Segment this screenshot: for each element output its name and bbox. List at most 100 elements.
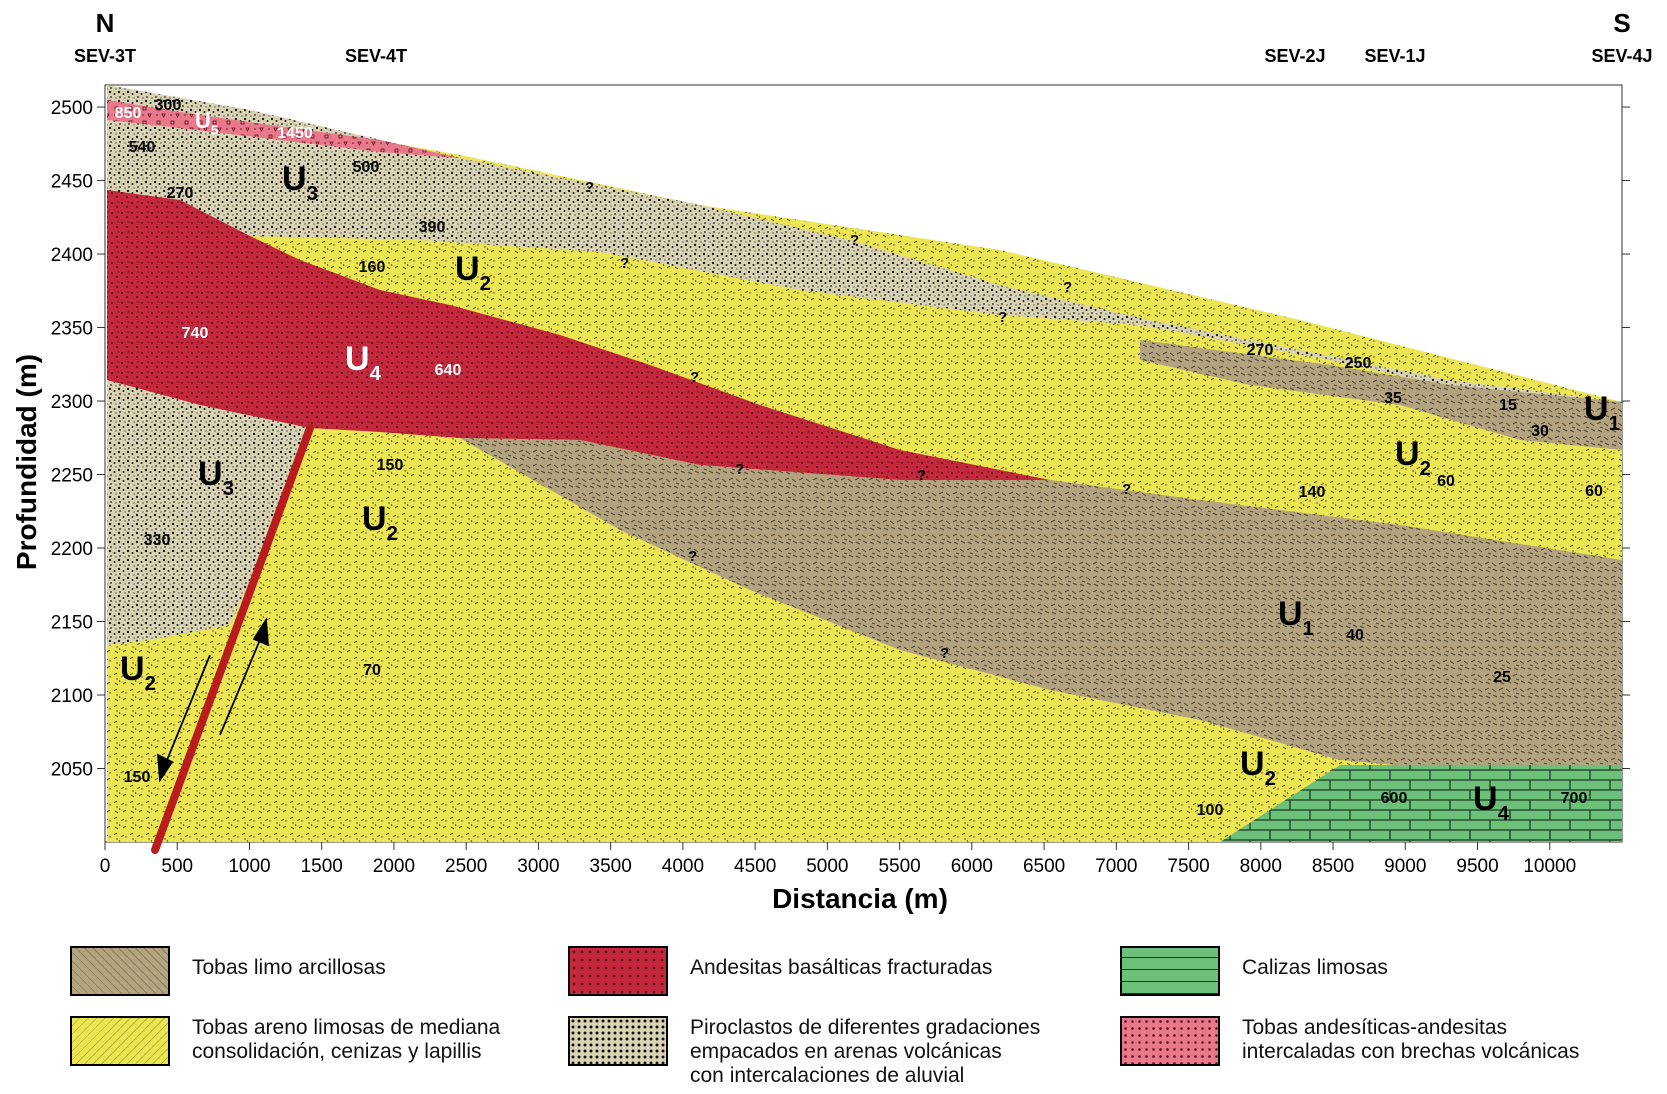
unit-label: U2 (1240, 745, 1276, 790)
resistivity-value: 100 (1197, 802, 1224, 819)
x-tick-label: 4000 (662, 856, 704, 877)
unit-label-sub: 1 (1303, 618, 1314, 640)
unit-label: U2 (362, 500, 398, 545)
y-tick-label: 2350 (51, 319, 93, 340)
y-tick-label: 2400 (51, 245, 93, 266)
legend-label-tuff-clay: Tobas limo arcillosas (192, 956, 386, 979)
resistivity-value: 60 (1585, 483, 1603, 500)
fault-line (151, 424, 314, 854)
x-tick-label: 2500 (445, 856, 487, 877)
layer-u3-pyroclast-top (107, 85, 1622, 402)
y-tick-label: 2200 (51, 539, 93, 560)
north-direction: N (96, 8, 115, 38)
x-tick-label: 9500 (1456, 856, 1498, 877)
y-tick-label: 2300 (51, 392, 93, 413)
unit-label-sub: 5 (211, 123, 218, 138)
unit-label: U3 (198, 455, 234, 500)
resistivity-value: 35 (1384, 390, 1402, 407)
x-tick-label: 3500 (590, 856, 632, 877)
legend-item-pyroclast: Piroclastos de diferentes gradaciones em… (568, 1016, 1040, 1088)
resistivity-value: 740 (182, 325, 209, 342)
unit-label-base: U (1473, 780, 1498, 818)
layer-u1-tuff-clay-upper (1140, 340, 1622, 450)
geologic-layers (107, 85, 1622, 842)
uncertain-contact-mark: ? (735, 461, 744, 478)
resistivity-value: 850 (115, 105, 142, 122)
x-tick-label: 4500 (734, 856, 776, 877)
legend-label-pyroclast: Piroclastos de diferentes gradaciones em… (690, 1016, 1041, 1087)
legend-swatch-andesitic-tuff (1120, 1016, 1220, 1066)
unit-label-base: U (195, 108, 211, 133)
legend-swatch-tuff-clay (70, 946, 170, 996)
resistivity-value: 25 (1493, 669, 1511, 686)
y-tick-label: 2450 (51, 172, 93, 193)
unit-label: U2 (120, 650, 156, 695)
unit-label: U1 (1278, 595, 1314, 640)
x-tick-label: 1000 (228, 856, 270, 877)
unit-label-base: U (1240, 745, 1265, 783)
unit-label-sub: 2 (145, 673, 156, 695)
x-tick-label: 8500 (1312, 856, 1354, 877)
uncertain-contact-mark: ? (1122, 481, 1131, 498)
resistivity-value: 700 (1561, 790, 1588, 807)
resistivity-value: 30 (1531, 423, 1549, 440)
x-tick-label: 10000 (1523, 856, 1576, 877)
uncertain-contact-mark: ? (917, 467, 926, 484)
resistivity-value: 600 (1381, 790, 1408, 807)
fault-motion-arrows (156, 617, 270, 783)
unit-label-base: U (1395, 435, 1420, 473)
legend-item-tuff-clay: Tobas limo arcillosas (70, 946, 386, 996)
unit-label-base: U (282, 160, 307, 198)
unit-label-sub: 4 (1498, 803, 1510, 825)
resistivity-value: 330 (144, 532, 171, 549)
uncertain-contact-mark: ? (998, 309, 1007, 326)
resistivity-value: 150 (124, 769, 151, 786)
x-axis-title: Distancia (m) (772, 883, 948, 914)
resistivity-value: 1450 (277, 125, 313, 142)
south-direction: S (1613, 8, 1630, 38)
station-sev-1j: SEV-1J (1364, 46, 1425, 66)
station-sev-3t: SEV-3T (74, 46, 136, 66)
unit-label-sub: 3 (307, 183, 318, 205)
resistivity-value: 300 (155, 97, 182, 114)
unit-label-sub: 2 (1265, 768, 1276, 790)
resistivity-value: 270 (1247, 342, 1274, 359)
resistivity-value: 40 (1346, 627, 1364, 644)
layer-u1-tuff-clay-main (460, 438, 1622, 775)
unit-label-base: U (362, 500, 387, 538)
station-sev-4t: SEV-4T (345, 46, 407, 66)
unit-label-base: U (1278, 595, 1303, 633)
legend-item-sandy-tuff: Tobas areno limosas de mediana consolida… (70, 1016, 500, 1066)
unit-label: U1 (1584, 390, 1620, 435)
resistivity-value: 540 (129, 139, 156, 156)
resistivity-value: 390 (419, 219, 446, 236)
unit-label: U3 (282, 160, 318, 205)
legend-swatch-sandy-tuff (70, 1016, 170, 1066)
resistivity-value: 160 (359, 259, 386, 276)
legend-item-andesitic-tuff: Tobas andesíticas-andesitas intercaladas… (1120, 1016, 1579, 1066)
station-sev-2j: SEV-2J (1264, 46, 1325, 66)
x-tick-label: 5000 (806, 856, 848, 877)
y-tick-label: 2050 (51, 760, 93, 781)
uncertain-contact-mark: ? (620, 255, 629, 272)
resistivity-value: 640 (435, 362, 462, 379)
legend-label-andesitic-tuff: Tobas andesíticas-andesitas intercaladas… (1242, 1016, 1580, 1063)
x-tick-label: 6500 (1023, 856, 1065, 877)
x-tick-label: 0 (100, 856, 111, 877)
uncertain-contact-mark: ? (1063, 279, 1072, 296)
uncertain-contacts: ??????????? (585, 179, 1131, 662)
unit-label-sub: 2 (480, 273, 491, 295)
legend-item-andesite: Andesitas basálticas fracturadas (568, 946, 992, 996)
x-tick-label: 9000 (1384, 856, 1426, 877)
uncertain-contact-mark: ? (690, 369, 699, 386)
resistivity-value: 60 (1437, 473, 1455, 490)
y-tick-label: 2100 (51, 686, 93, 707)
unit-label: U4 (345, 340, 382, 385)
legend-item-limestone: Calizas limosas (1120, 946, 1388, 996)
unit-label: U2 (1395, 435, 1431, 480)
uncertain-contact-mark: ? (585, 179, 594, 196)
